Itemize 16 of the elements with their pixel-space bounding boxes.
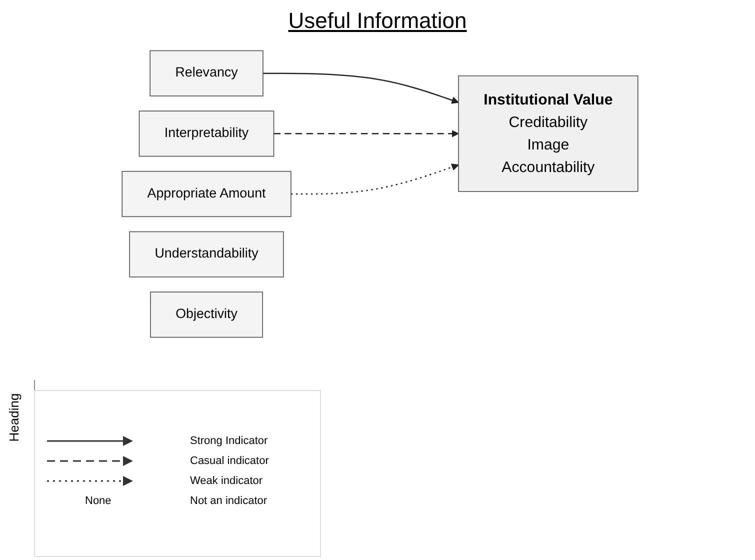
node-box: Objectivity — [150, 292, 263, 338]
legend-text: Strong Indicator — [190, 435, 268, 447]
legend-sample-text: None — [85, 495, 112, 507]
diagram-title: Useful Information — [287, 8, 468, 34]
legend-text: Weak indicator — [190, 475, 263, 487]
legend-text: Casual indicator — [190, 455, 269, 467]
legend-text: Not an indicator — [190, 495, 268, 507]
legend-heading: Heading — [6, 393, 22, 442]
arrow — [274, 130, 459, 138]
node-box: Understandability — [129, 231, 284, 278]
arrow — [290, 164, 459, 195]
node-box: Institutional Value Creditability Image Accountability — [458, 75, 638, 192]
node-box: Relevancy — [150, 50, 264, 96]
node-box: Appropriate Amount — [122, 170, 292, 218]
node-box: Interpretability — [138, 110, 274, 157]
arrow — [262, 72, 459, 104]
